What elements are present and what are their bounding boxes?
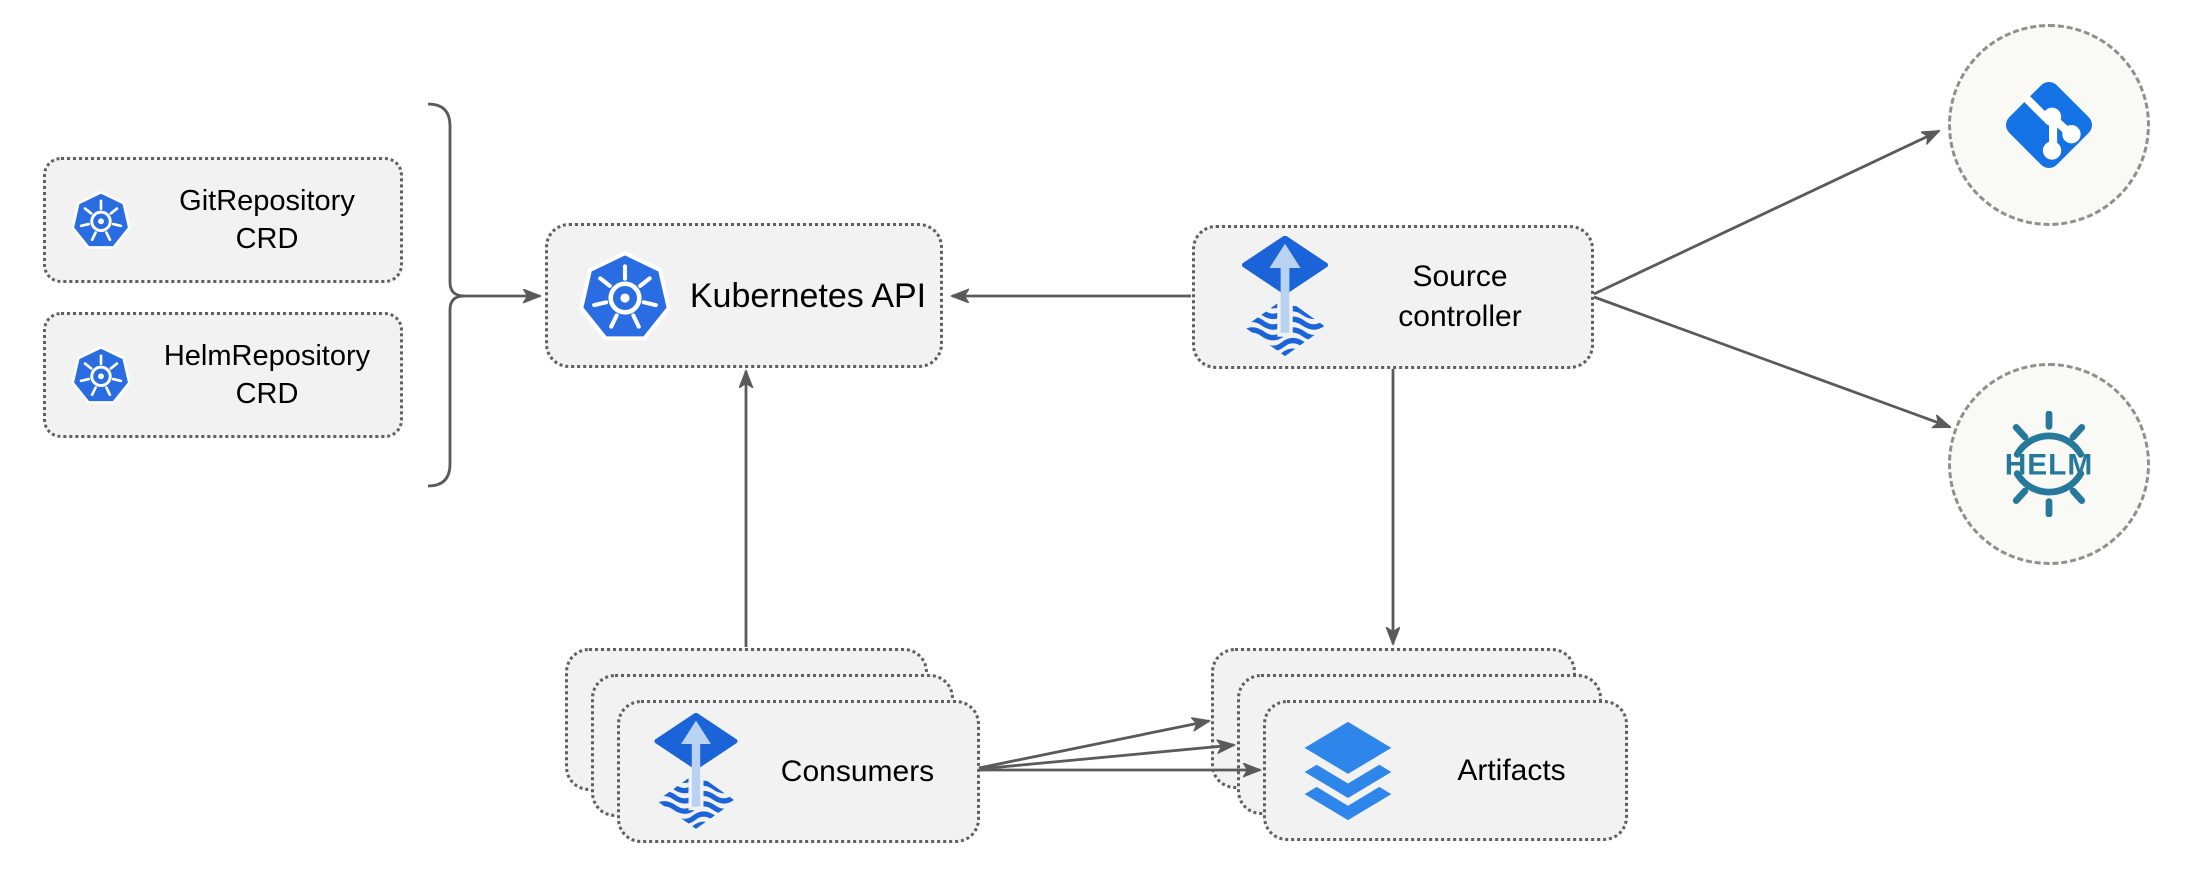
node-label: Kubernetes API [689,276,927,315]
node-label: GitRepository CRD [179,185,355,255]
node-consumers: Consumers [617,700,980,843]
edge-consumers-to-artifacts-1 [978,721,1209,770]
node-git-repository [1948,24,2150,226]
node-label: HelmRepository CRD [163,340,371,410]
helm-icon: HELM [1996,411,2102,517]
node-label: Consumers [780,754,935,788]
node-source-controller: Source controller [1192,225,1594,369]
edge-crd-bracket-bottom [427,294,465,488]
git-icon [1998,74,2100,176]
kubernetes-icon [68,342,134,408]
layers-icon [1298,718,1398,824]
edge-source-controller-to-git-repository [1593,129,1939,296]
helm-logo-text: HELM [2005,449,2093,482]
node-label: Source controller [1398,260,1522,333]
kubernetes-icon [574,245,676,347]
node-helmrepository-crd: HelmRepository CRD [43,312,403,438]
flux-source-icon [654,712,738,831]
edge-source-controller-to-helm-repository [1593,295,1950,429]
edge-crd-bracket-top [427,102,465,298]
node-helm-repository: HELM [1948,363,2150,565]
node-artifacts: Artifacts [1263,700,1628,841]
flux-source-icon [1241,236,1329,358]
node-gitrepository-crd: GitRepository CRD [43,157,403,283]
node-kubernetes-api: Kubernetes API [545,223,943,368]
kubernetes-icon [68,187,134,253]
node-label: Artifacts [1457,753,1566,787]
edge-consumers-to-artifacts-2 [978,745,1234,771]
